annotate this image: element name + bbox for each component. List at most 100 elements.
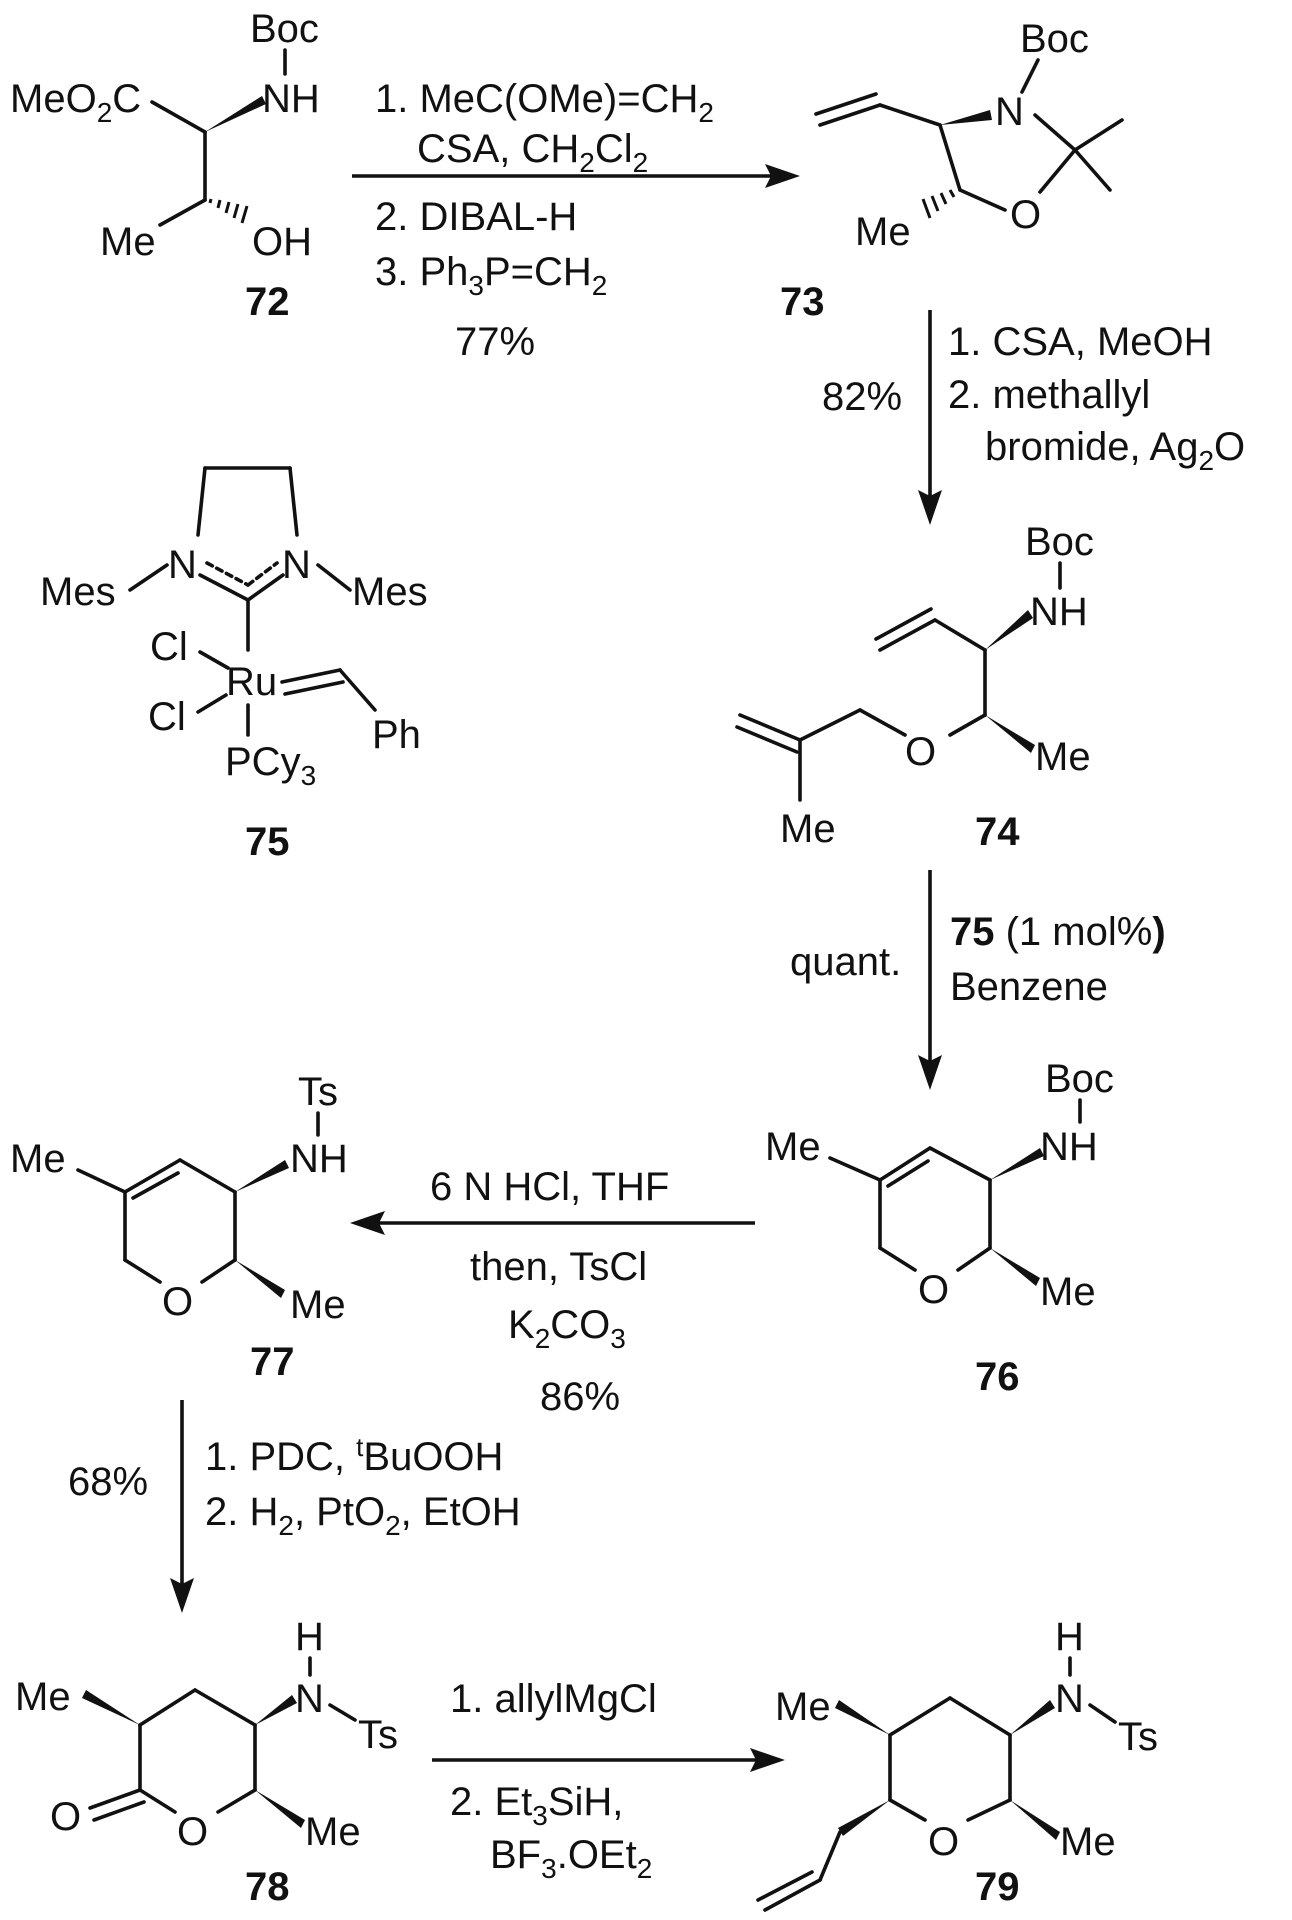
me-label: Me: [1060, 1820, 1116, 1864]
wedge-bond: [235, 1260, 285, 1298]
nh-label: NH: [1030, 590, 1088, 634]
bond: [193, 1688, 257, 1727]
step-4: 6 N HCl, THF then, TsCl K2CO3 86%: [350, 1165, 755, 1419]
compound-label-75: 75: [245, 820, 290, 864]
bond: [738, 713, 802, 742]
compound-72: Boc NH MeO2C Me OH 72: [10, 7, 320, 324]
bond: [888, 1696, 952, 1737]
reagent-line: K2CO3: [508, 1303, 626, 1354]
bond: [196, 466, 207, 537]
reagent-line: 75 (1 mol%): [950, 910, 1166, 954]
me-label: Me: [305, 1810, 361, 1854]
wedge-bond: [838, 1800, 890, 1836]
bond: [956, 1246, 992, 1272]
bond: [886, 1159, 930, 1188]
yield: 86%: [540, 1375, 620, 1419]
nh-label: NH: [1040, 1125, 1098, 1169]
bond: [1073, 118, 1124, 152]
oh-label: OH: [252, 220, 312, 264]
bond: [131, 1171, 180, 1200]
mes-label: Mes: [352, 570, 428, 614]
bond: [828, 1156, 882, 1182]
arrow-head: [350, 1211, 385, 1235]
carbonyl-o-label: O: [50, 1795, 81, 1839]
compound-label-77: 77: [250, 1340, 295, 1384]
nh-label: NH: [290, 1137, 348, 1181]
wedge-bond: [940, 110, 992, 125]
bond: [948, 713, 987, 737]
bond: [735, 725, 799, 754]
compound-74: Boc NH Me O Me 74: [735, 520, 1094, 854]
me-label: Me: [1035, 735, 1091, 779]
bond: [878, 1246, 917, 1272]
compound-label-74: 74: [975, 810, 1020, 854]
bond: [1033, 113, 1077, 152]
bond: [205, 561, 250, 587]
ts-label: Ts: [358, 1713, 398, 1757]
nh-label: NH: [262, 77, 320, 121]
reagent-line: 3. Ph3P=CH2: [375, 250, 607, 301]
reagent-line: 1. CSA, MeOH: [948, 320, 1213, 364]
n-label: N: [168, 543, 197, 587]
bond: [818, 103, 882, 127]
bond: [88, 1788, 142, 1810]
wedge-bond: [990, 1148, 1044, 1180]
bond: [246, 573, 285, 602]
o-label: O: [905, 730, 936, 774]
boc-label: Boc: [1045, 1057, 1114, 1101]
n-label: N: [295, 1677, 324, 1721]
o-label: O: [162, 1280, 193, 1324]
pcy-label: PCy3: [225, 740, 316, 791]
bond: [798, 708, 862, 742]
yield: quant.: [790, 940, 901, 984]
bond: [123, 1258, 162, 1284]
bond: [1073, 148, 1112, 192]
bond: [818, 1830, 842, 1882]
bond: [128, 563, 169, 592]
yield: 68%: [68, 1460, 148, 1504]
bond: [966, 1798, 1012, 1822]
bond: [216, 1788, 257, 1814]
bond: [874, 607, 933, 641]
wedge-bond: [1010, 1700, 1055, 1735]
reagent-line: 6 N HCl, THF: [430, 1165, 669, 1209]
compound-77: Ts NH Me O Me 77: [10, 1070, 348, 1384]
compound-label-73: 73: [780, 280, 825, 324]
wedge-bond: [985, 715, 1035, 753]
bond: [763, 1878, 822, 1912]
bond: [158, 198, 207, 227]
ts-label: Ts: [1118, 1715, 1158, 1759]
bond: [878, 103, 942, 127]
o-label: O: [918, 1268, 949, 1312]
compound-label-72: 72: [245, 280, 290, 324]
bond: [958, 188, 1007, 212]
ph-label: Ph: [372, 713, 421, 757]
compound-79: H N Ts Me O Me 79: [756, 1615, 1158, 1912]
bond: [198, 573, 250, 602]
step-1: 1. MeC(OMe)=CH2 CSA, CH2Cl2 2. DIBAL-H 3…: [352, 77, 800, 364]
me-label: Me: [765, 1125, 821, 1169]
mes-label: Mes: [40, 570, 116, 614]
ru-label: Ru: [226, 660, 277, 704]
step-2: 1. CSA, MeOH 2. methallyl bromide, Ag2O …: [822, 310, 1245, 525]
n-label: N: [1055, 1677, 1084, 1721]
me-label: Me: [780, 807, 836, 851]
bond: [200, 1258, 237, 1284]
wedge-bond: [255, 1790, 305, 1828]
bond: [316, 563, 352, 592]
bond: [878, 618, 937, 652]
compound-label-78: 78: [245, 1865, 290, 1909]
reagent-line: 2. Et3SiH,: [450, 1780, 623, 1831]
arrow-head: [170, 1578, 194, 1613]
bond: [858, 708, 907, 737]
wedge-bond: [82, 1690, 140, 1725]
step-6: 1. allylMgCl 2. Et3SiH, BF3.OEt2: [432, 1677, 785, 1884]
h-label: H: [295, 1615, 324, 1659]
reagent-line: BF3.OEt2: [490, 1833, 652, 1884]
reagent-line: CSA, CH2Cl2: [417, 127, 648, 178]
boc-label: Boc: [1020, 17, 1089, 61]
reagent-line: 2. DIBAL-H: [375, 195, 577, 239]
bond: [888, 1798, 927, 1822]
